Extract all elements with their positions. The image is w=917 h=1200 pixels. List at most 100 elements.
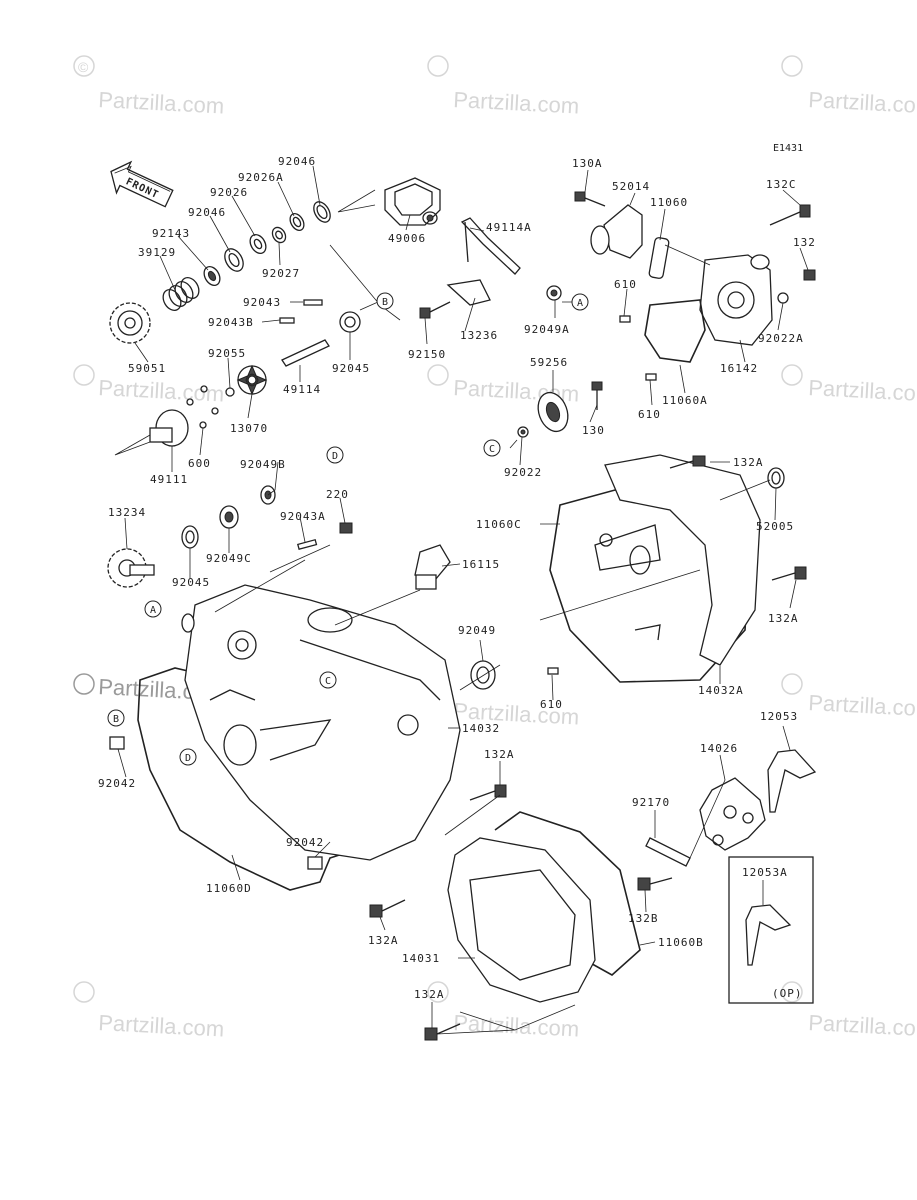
part-label: 92043B [208,316,254,329]
washer-92027 [271,226,287,244]
part-label: 92043A [280,510,326,523]
watermark-text: Partzilla.com [808,1010,917,1042]
gasket-11060A [644,299,706,363]
watermark-text: Partzilla.com [453,87,580,119]
part-label: 14032 [462,722,500,735]
part-labels: 92046 92026A 92026 92046 92143 39129 920… [98,155,816,1001]
part-label: 610 [638,408,661,421]
part-label: 132 [793,236,816,249]
bolt-132 [803,269,816,281]
part-label: 49114A [486,221,532,234]
part-label: 49111 [150,473,188,486]
gasket-11060 [648,237,670,279]
part-label: 13234 [108,506,146,519]
svg-text:©: © [78,59,89,75]
pipe-52014 [590,204,643,259]
part-label: 11060A [662,394,708,407]
part-label: 92042 [98,777,136,790]
part-label: 92150 [408,348,446,361]
dowel-610 [547,667,559,675]
bolt-130 [591,381,603,410]
lever-49114A [460,217,521,275]
oring-92055 [225,387,235,397]
watermark-copyright-icon [781,981,803,1003]
bolt-220 [339,522,353,534]
part-label: 12053A [742,866,788,879]
part-label: 220 [326,488,349,501]
collar-92143 [203,266,221,286]
part-label: 14026 [700,742,738,755]
part-label: 52005 [756,520,794,533]
washer-92022A [777,292,789,304]
bolt-132A [469,784,507,801]
svg-text:A: A [150,605,156,616]
part-label: 92043 [243,296,281,309]
ref-marker-d: D [179,748,197,766]
part-label: 92055 [208,347,246,360]
part-label: 16142 [720,362,758,375]
bracket-parts: (OP) [637,749,817,1004]
part-label: 16115 [462,558,500,571]
leader-lines [117,165,809,1035]
svg-text:B: B [113,714,119,725]
washer-92022 [517,426,529,438]
watermark-copyright-icon [427,981,449,1003]
svg-text:C: C [325,676,331,687]
shaft-49114 [281,339,330,367]
part-label: 130 [582,424,605,437]
cover-14032A [594,454,761,666]
part-label: 92049 [458,624,496,637]
svg-text:C: C [489,444,495,455]
bearing-92045 [339,311,361,333]
part-label: 92027 [262,267,300,280]
option-box: (OP) [728,856,814,1004]
bearing-92045-lower [181,525,199,549]
ref-marker-b: B [376,292,394,310]
seal-92046 [313,201,331,223]
option-label: (OP) [772,987,803,1000]
seal-A [181,613,195,633]
bolt-132C [769,204,811,226]
watermark-copyright-icon [73,981,95,1003]
part-label: 92143 [152,227,190,240]
governor-49111 [114,409,189,456]
watermark-text: Partzilla.com [453,1010,580,1042]
part-label: 13236 [460,329,498,342]
watermark-copyright-icon [427,55,449,77]
washer-92026 [249,234,267,254]
generator-cover [369,811,641,1041]
svg-text:D: D [332,451,338,462]
part-label: 11060B [658,936,704,949]
water-pump-parts [109,177,441,456]
part-label: 11060 [650,196,688,209]
bolt-132B [637,877,673,891]
part-label: 12053 [760,710,798,723]
part-label: 610 [614,278,637,291]
seal-92049 [470,660,496,690]
watermark-copyright-icon [781,55,803,77]
part-label: 132C [766,178,797,191]
part-label: 59051 [128,362,166,375]
gear-59051 [109,302,151,344]
seal-92049C [219,505,239,529]
part-label: 92046 [188,206,226,219]
ref-marker-a: A [144,600,162,618]
clutch-cover [547,454,807,683]
part-label: 92045 [332,362,370,375]
svg-text:B: B [382,297,388,308]
part-label: 49006 [388,232,426,245]
watermark-text: Partzilla.com [808,690,917,722]
diagram-code: E1431 [773,143,803,154]
part-label: 132A [733,456,764,469]
part-label: 52014 [612,180,650,193]
pin-92043A [296,538,318,551]
part-label: 11060C [476,518,522,531]
ref-marker-b: B [107,709,125,727]
part-label: 92045 [172,576,210,589]
center-parts [419,217,603,438]
part-label: 92049C [206,552,252,565]
plate-14026 [699,777,766,851]
cover-14031 [447,837,596,1003]
watermark-text: Partzilla.com [808,375,917,407]
